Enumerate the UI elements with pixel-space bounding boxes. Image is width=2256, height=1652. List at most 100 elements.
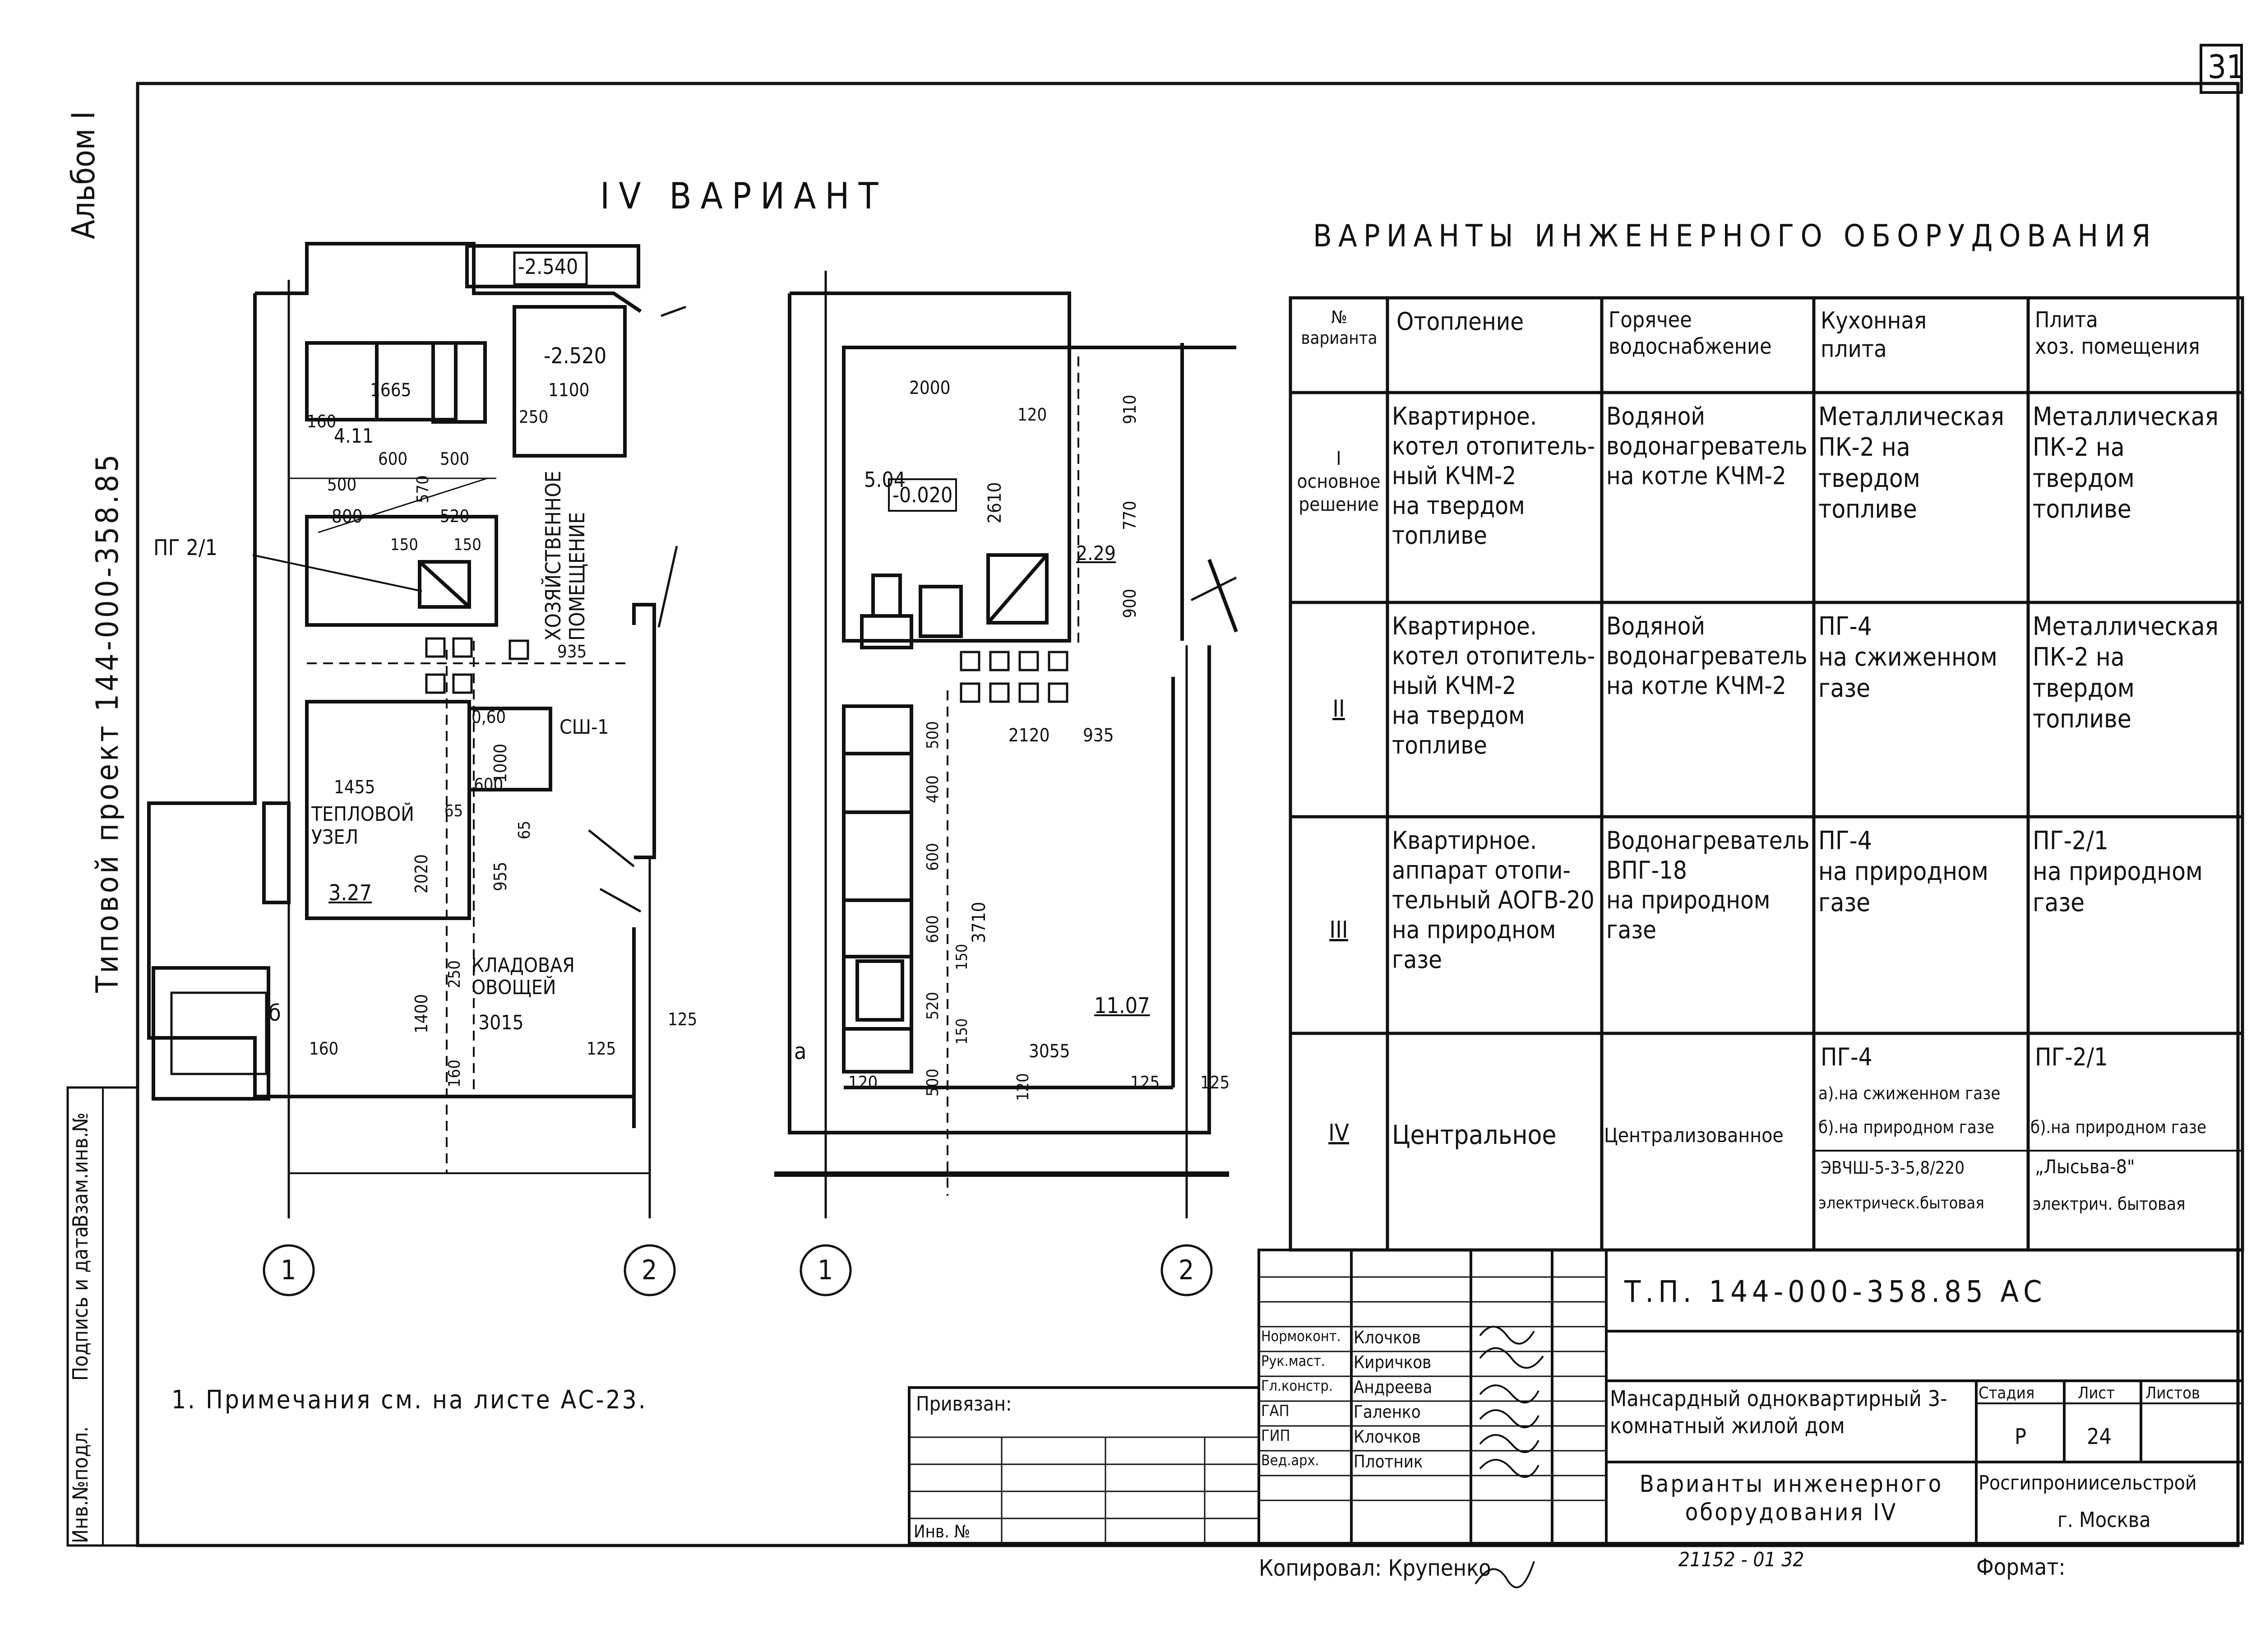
dim-label: 2000 — [909, 378, 951, 398]
header-kitchen-stove: Кухонная плита — [1821, 307, 1927, 363]
dim-label: 600 — [474, 775, 504, 795]
header-heating: Отопление — [1396, 307, 1524, 336]
sheet-label: Лист — [2078, 1384, 2115, 1402]
dim-label: 600 — [924, 843, 942, 871]
dim-label: 935 — [1083, 725, 1114, 746]
dim-label: 160 — [307, 412, 337, 431]
title-block-grid — [908, 1249, 2244, 1545]
plan2-area-main: 11.07 — [1094, 993, 1150, 1018]
dim-label: 120 — [848, 1073, 878, 1092]
frame — [66, 44, 2243, 1547]
row3-variant: III — [1329, 916, 1348, 944]
sheets-label: Листов — [2145, 1384, 2200, 1402]
role: ГАП — [1261, 1402, 1290, 1420]
note: 1. Примечания см. на листе АС-23. — [171, 1385, 647, 1415]
dim-label: 65 — [444, 802, 463, 820]
equipment-table-grid — [1289, 296, 2244, 1252]
dim-label: 250 — [519, 407, 549, 427]
name: Плотник — [1354, 1452, 1423, 1472]
role: Вед.арх. — [1261, 1452, 1319, 1469]
role: ГИП — [1261, 1427, 1290, 1445]
axis-label: 2 — [642, 1254, 657, 1286]
plan1-room-heat-node: Тепловой узел — [311, 803, 414, 849]
stage-label: Стадия — [1979, 1384, 2035, 1402]
role: Гл.констр. — [1261, 1377, 1333, 1394]
row4-stove-title: ПГ-4 — [1821, 1043, 1872, 1071]
doc-code: Т.П. 144-000-358.85 АС — [1624, 1274, 2047, 1309]
album-label: Альбом I — [65, 111, 102, 239]
dim-label: 520 — [924, 992, 942, 1020]
dim-label: 150 — [453, 536, 481, 554]
row2-variant: II — [1332, 695, 1345, 722]
header-variant: № варианта — [1301, 307, 1378, 348]
dim-label: 125 — [1130, 1073, 1160, 1092]
organization: Росгипрониисельстрой — [1979, 1472, 2197, 1495]
dim-label: 520 — [440, 506, 470, 526]
dim-label: 150 — [953, 944, 971, 970]
row2-heating: Квартирное. котел отопитель- ный КЧМ-2 н… — [1392, 612, 1595, 759]
axis-lines — [263, 271, 1213, 1296]
city: г. Москва — [2057, 1508, 2151, 1532]
dim-label: 150 — [390, 536, 418, 554]
plan1-elev-room: -2.520 — [544, 343, 607, 369]
dim-label: 935 — [557, 642, 587, 662]
plan1-room-pantry: Кладовая овощей — [472, 954, 575, 1000]
row4-house-elec: электрич. бытовая — [2033, 1194, 2186, 1214]
plan1-axis-letter: б — [268, 1000, 281, 1026]
plan1-label-sh: СШ-1 — [559, 716, 609, 739]
dim-label: 2120 — [1008, 725, 1050, 746]
variant-title: IV вариант — [600, 175, 888, 217]
order-number: 21152 - 01 32 — [1678, 1548, 1804, 1571]
row4-house-elec-model: „Лысьва-8" — [2035, 1156, 2135, 1178]
plan1-area-heat-node: 3.27 — [328, 880, 372, 906]
dim-label: 160 — [445, 1060, 464, 1087]
signatures — [1475, 1326, 1544, 1588]
plan1-gas-stove: ПГ 2/1 — [153, 535, 218, 560]
row2-kitchen-stove: ПГ-4 на сжиженном газе — [1818, 612, 1997, 703]
dim-label: 900 — [1120, 588, 1140, 618]
name: Киричков — [1354, 1352, 1432, 1372]
name: Клочков — [1354, 1328, 1421, 1347]
drawing-title: Варианты инженерного оборудования IV — [1639, 1471, 1943, 1527]
row4-house-title: ПГ-2/1 — [2035, 1043, 2108, 1071]
plan2-area-side: 2.29 — [1076, 542, 1116, 565]
row4-heating: Центральное — [1392, 1120, 1557, 1150]
name: Галенко — [1354, 1402, 1421, 1422]
axis-label: 1 — [281, 1254, 296, 1286]
axis-label: 1 — [818, 1254, 833, 1286]
stamp-replace-label: Взам.инв.№ — [68, 1112, 92, 1227]
axis-label: 2 — [1179, 1254, 1194, 1286]
row2-house-stove: Металлическая ПК-2 на твердом топливе — [2033, 612, 2219, 734]
role: Рук.маст. — [1261, 1352, 1326, 1370]
header-house-stove: Плита хоз. помещения — [2035, 307, 2200, 359]
copied-by: Копировал: Крупенко — [1259, 1555, 1491, 1581]
plan1-elev-top: -2.540 — [518, 255, 578, 279]
row3-heating: Квартирное. аппарат отопи- тельный АОГВ-… — [1392, 826, 1595, 974]
row3-house-stove: ПГ-2/1 на природном газе — [2033, 826, 2203, 917]
table-title: Варианты инженерного оборудования — [1313, 218, 2157, 254]
dim-label: 500 — [327, 475, 357, 495]
dim-label: 3055 — [1029, 1041, 1070, 1062]
row3-hot-water: Водонагреватель ВПГ-18 на природном газе — [1606, 826, 1810, 944]
dim-label: 955 — [490, 861, 510, 891]
row4-hot-water: Централизованное — [1604, 1124, 1784, 1147]
header-hot-water: Горячее водоснабжение — [1609, 307, 1772, 359]
row2-hot-water: Водяной водонагреватель на котле КЧМ-2 — [1606, 612, 1808, 700]
row4-stove-elec-model: ЭВЧШ-5-3-5,8/220 — [1821, 1158, 1965, 1178]
dim-label: 910 — [1120, 394, 1140, 424]
sheet-number: 31 — [2208, 48, 2245, 86]
dim-label: 125 — [587, 1039, 616, 1059]
dim-label: 1665 — [370, 380, 411, 401]
stamp-sign-label: Подпись и дата — [68, 1226, 92, 1381]
row4-stove-a: а).на сжиженном газе — [1818, 1083, 2001, 1103]
dim-label: 150 — [953, 1018, 971, 1045]
stamp-inv-label: Инв.№подл. — [68, 1426, 92, 1543]
dim-label: 160 — [309, 1039, 339, 1059]
name: Клочков — [1354, 1427, 1421, 1447]
dim-label: 600 — [378, 449, 408, 469]
dim-label: 800 — [332, 506, 363, 527]
project-label: Типовой проект 144-000-358.85 — [90, 452, 125, 993]
dim-label: 2610 — [985, 482, 1005, 523]
